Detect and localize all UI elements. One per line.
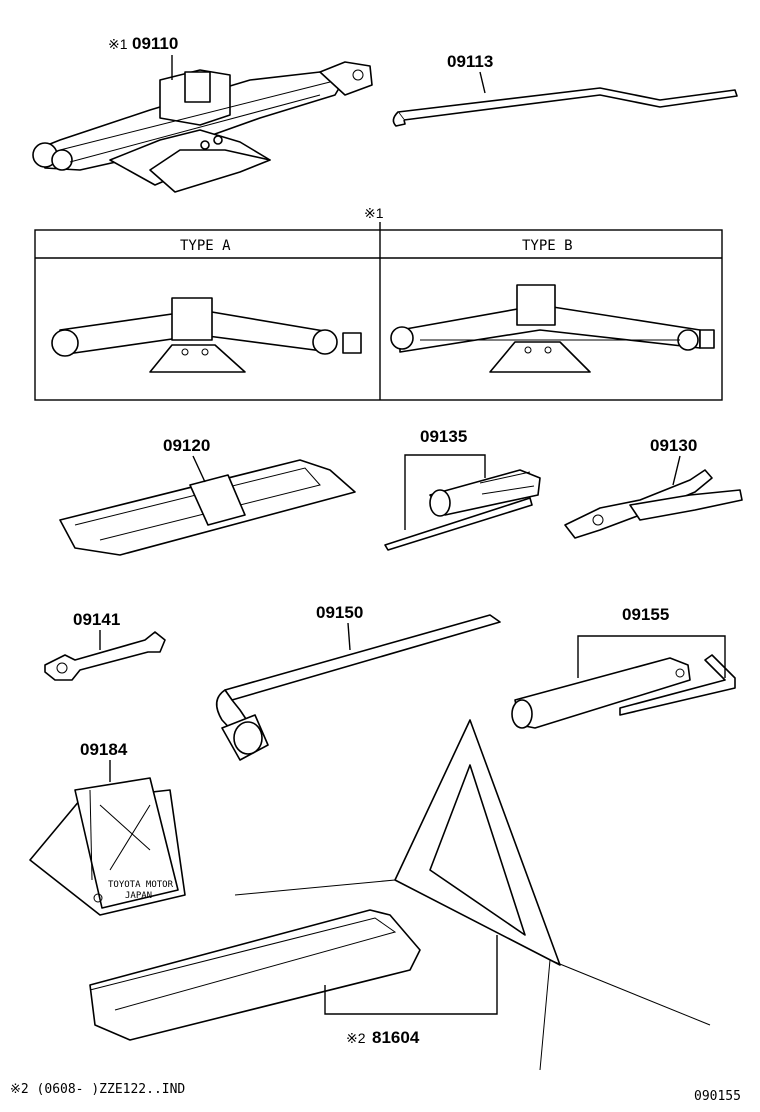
tool-bag-part-number: 09120 [163, 436, 210, 455]
warning-triangle-illustration [89, 719, 711, 1071]
triangle-mark-label: ※2 [346, 1030, 366, 1046]
tool-bag-illustration [59, 459, 356, 556]
footer-code: 090155 [694, 1089, 741, 1104]
wheel-chock-illustration [29, 777, 186, 916]
open-wrench-illustration [44, 631, 166, 681]
lug-wrench-illustration [215, 614, 501, 761]
wheel-chock-part-number: 09184 [80, 740, 128, 759]
table-mark-label: ※1 [364, 205, 384, 221]
lug-wrench-part-number: 09150 [316, 603, 363, 622]
jack-part-number: 09110 [132, 34, 178, 53]
screwdriver-part-number: 09135 [420, 427, 467, 446]
type-b-header: TYPE B [522, 238, 573, 254]
jack-mark-label: ※1 [108, 36, 128, 52]
type-a-jack-illustration [51, 297, 362, 373]
chock-imprint-line1: TOYOTA MOTOR [108, 880, 174, 890]
jack-handle-illustration [392, 87, 738, 127]
type-a-header: TYPE A [180, 238, 231, 254]
handle-part-number: 09113 [447, 52, 493, 71]
pliers-illustration [564, 469, 743, 539]
socket-bar-illustration [511, 654, 736, 729]
chock-imprint-line2: JAPAN [125, 891, 152, 901]
type-b-jack-illustration [390, 284, 715, 373]
jack-type-table [34, 229, 723, 401]
wrench-part-number: 09141 [73, 610, 120, 629]
pliers-part-number: 09130 [650, 436, 697, 455]
footer-note: ※2 (0608- )ZZE122..IND [10, 1082, 185, 1097]
socket-bar-part-number: 09155 [622, 605, 669, 624]
triangle-part-number: 81604 [372, 1028, 420, 1047]
screwdriver-illustration [384, 469, 541, 551]
jack-illustration [32, 61, 373, 193]
